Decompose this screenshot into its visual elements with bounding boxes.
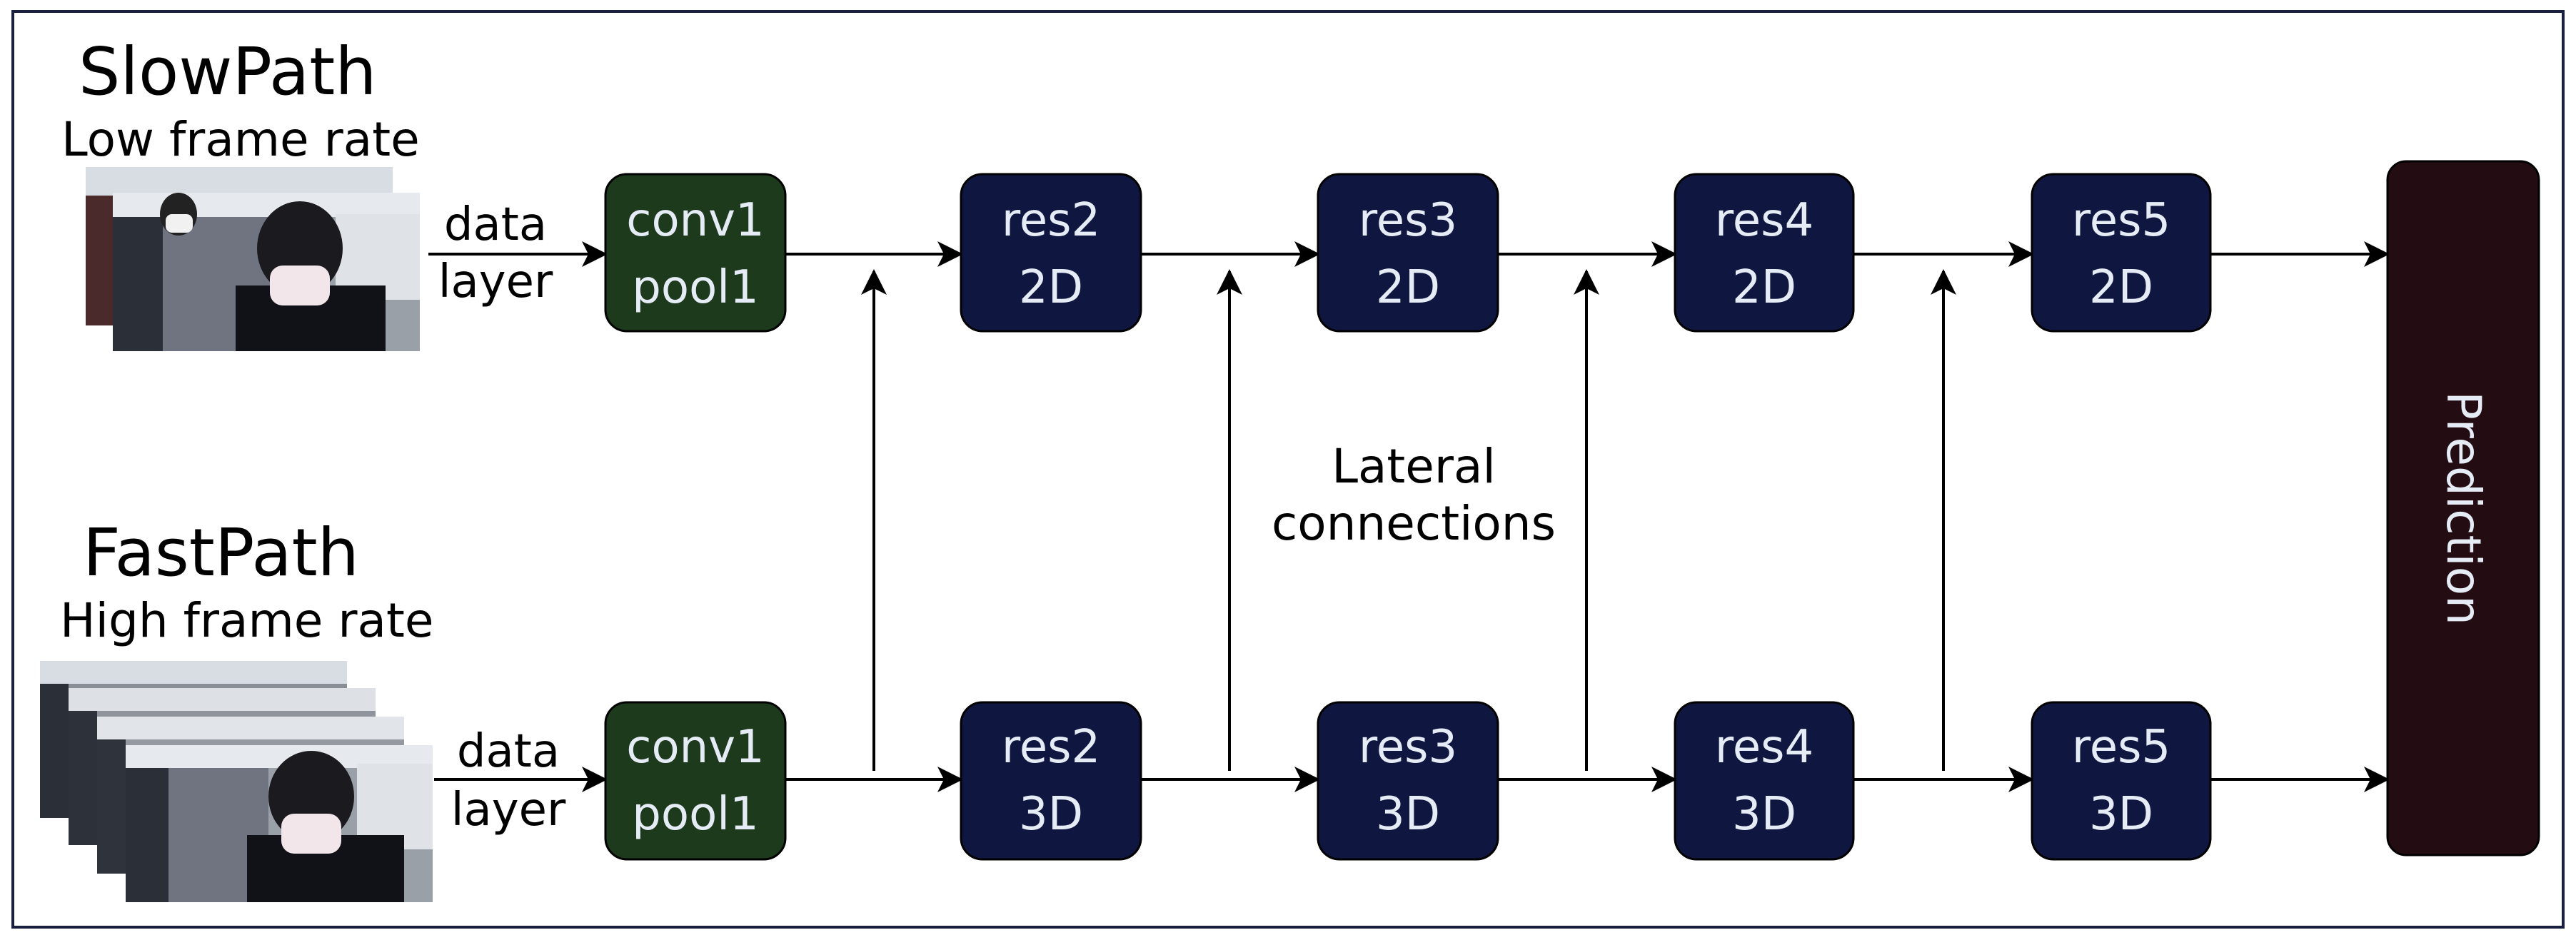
- prediction-label: Prediction: [2436, 391, 2491, 625]
- slow-block-conv1: conv1 pool1: [604, 173, 787, 333]
- slow-block-res5: res5 2D: [2031, 173, 2212, 333]
- fast-input-label-data: data: [457, 725, 560, 778]
- block-label-line1: conv1: [626, 721, 765, 774]
- block-label-line1: res4: [1715, 194, 1813, 247]
- block-label-line1: res5: [2072, 721, 2170, 774]
- block-label-line2: 2D: [1732, 261, 1796, 314]
- fastpath-subtitle: High frame rate: [60, 593, 433, 648]
- block-label-line2: 3D: [1019, 788, 1083, 841]
- prediction-block: Prediction: [2386, 160, 2540, 856]
- fast-block-conv1: conv1 pool1: [604, 701, 787, 861]
- fast-video-frames: [40, 661, 433, 902]
- fast-block-res4: res4 3D: [1674, 701, 1855, 861]
- lateral-label-line1: Lateral: [1332, 439, 1496, 494]
- block-label-line1: res3: [1359, 721, 1457, 774]
- slow-input-label-data: data: [444, 198, 547, 251]
- slow-block-res3: res3 2D: [1317, 173, 1499, 333]
- video-frame: [113, 193, 420, 351]
- lateral-label-line2: connections: [1272, 496, 1556, 551]
- block-label-line2: 2D: [1376, 261, 1440, 314]
- slow-video-frames: [86, 167, 420, 351]
- block-label-line1: res4: [1715, 721, 1813, 774]
- block-label-line1: conv1: [626, 194, 765, 247]
- block-label-line2: 2D: [1019, 261, 1083, 314]
- fast-block-res2: res2 3D: [960, 701, 1142, 861]
- block-label-line2: 3D: [1732, 788, 1796, 841]
- block-label-line2: 3D: [2089, 788, 2153, 841]
- fastpath-title: FastPath: [83, 515, 359, 591]
- block-label-line2: pool1: [632, 261, 758, 314]
- block-label-line1: res3: [1359, 194, 1457, 247]
- video-frame: [126, 745, 433, 902]
- slowpath-title: SlowPath: [79, 34, 377, 110]
- slow-input-label-layer: layer: [438, 256, 553, 308]
- block-label-line2: pool1: [632, 788, 758, 841]
- fast-input-label-layer: layer: [451, 784, 566, 837]
- fast-block-res3: res3 3D: [1317, 701, 1499, 861]
- block-label-line1: res2: [1002, 194, 1100, 247]
- slow-block-res4: res4 2D: [1674, 173, 1855, 333]
- block-label-line1: res2: [1002, 721, 1100, 774]
- fast-block-res5: res5 3D: [2031, 701, 2212, 861]
- block-label-line2: 3D: [1376, 788, 1440, 841]
- block-label-line1: res5: [2072, 194, 2170, 247]
- slowpath-subtitle: Low frame rate: [61, 112, 420, 167]
- connections: [428, 241, 2390, 792]
- slow-block-res2: res2 2D: [960, 173, 1142, 333]
- block-label-line2: 2D: [2089, 261, 2153, 314]
